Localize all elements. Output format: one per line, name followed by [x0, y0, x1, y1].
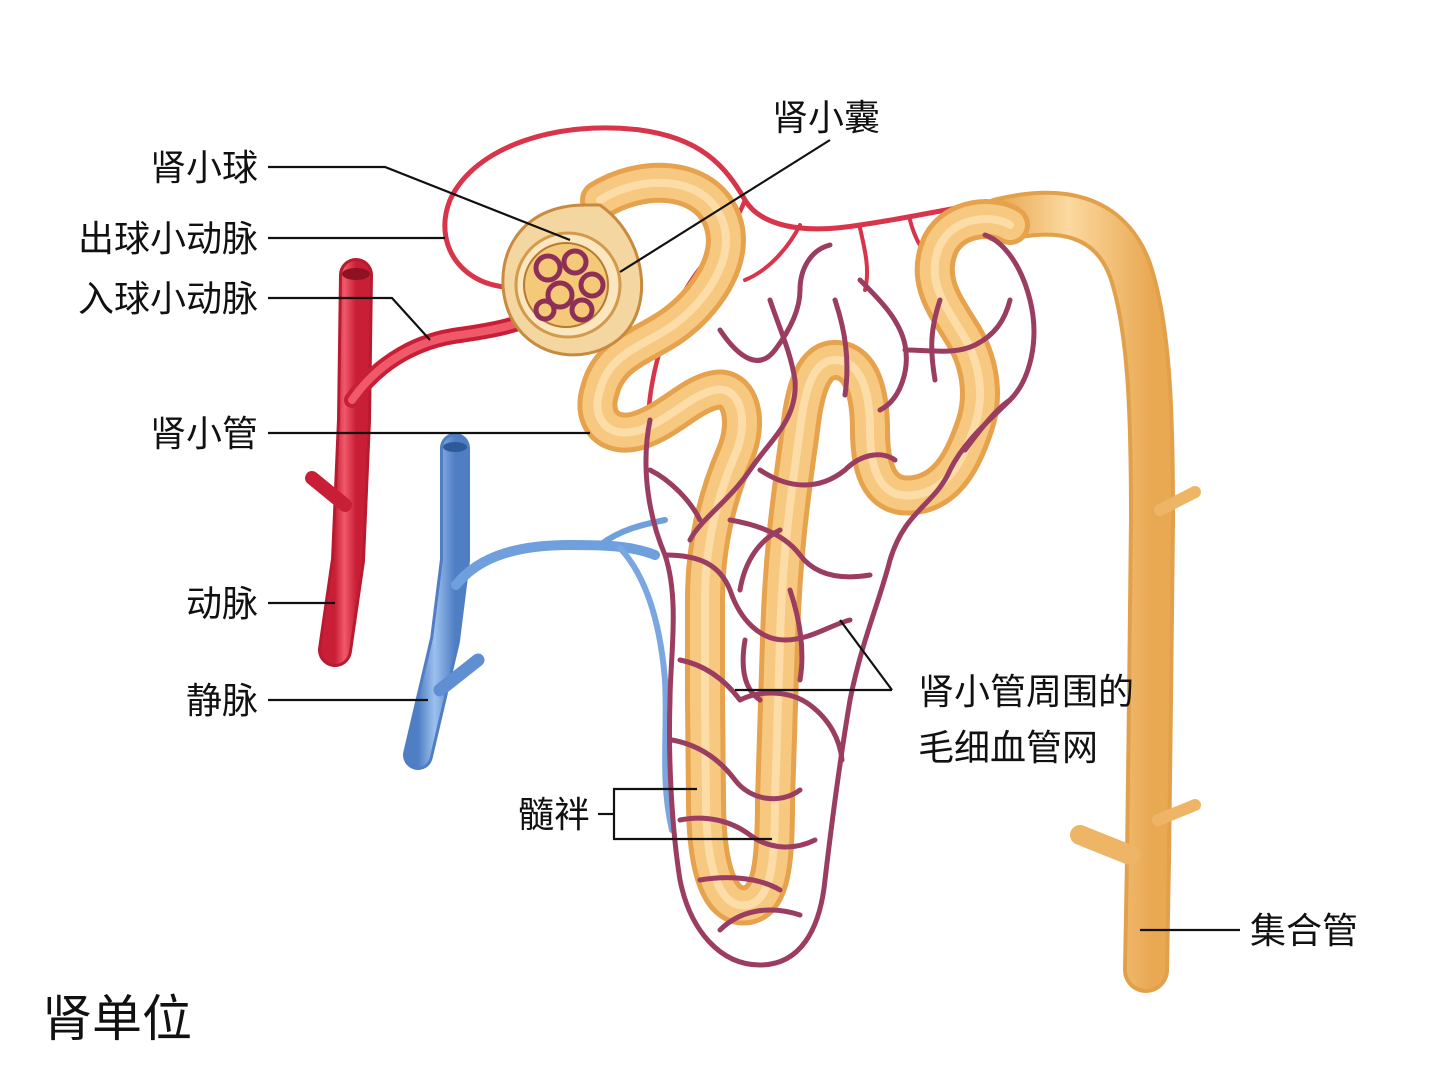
leader-lines: [268, 139, 1240, 932]
artery-vessel: [305, 258, 553, 667]
collecting-duct-tube: [977, 190, 1201, 993]
diagram-title: 肾单位: [42, 990, 192, 1048]
label-afferent-arteriole: 入球小动脉: [78, 279, 258, 320]
label-efferent-arteriole: 出球小动脉: [78, 219, 258, 260]
renal-tubule-tube: [577, 162, 1030, 926]
label-collecting-duct: 集合管: [1250, 911, 1358, 952]
label-vein: 静脉: [186, 681, 258, 722]
label-artery: 动脉: [186, 584, 258, 625]
label-loop-of-henle: 髓袢: [518, 795, 590, 836]
label-capillary-network-2: 毛细血管网: [918, 728, 1098, 769]
leader-capsule: [619, 139, 831, 273]
label-renal-tubule: 肾小管: [150, 414, 258, 455]
leader-capillary-b: [839, 619, 893, 691]
label-capillary-network-1: 肾小管周围的: [918, 672, 1134, 713]
leader-afferent: [268, 296, 431, 341]
capillary-network: [643, 232, 1037, 968]
label-glomerulus: 肾小球: [150, 148, 258, 189]
labels: 肾小球 出球小动脉 入球小动脉 肾小管 动脉 静脉 肾小囊 肾小管周围的 毛细血…: [42, 98, 1358, 1048]
label-capsule: 肾小囊: [772, 98, 880, 139]
vein-vessel: [403, 433, 675, 833]
renal-corpuscle: [501, 203, 643, 357]
leader-glomerulus: [268, 165, 571, 242]
glomerulus-capillaries: [533, 248, 606, 323]
